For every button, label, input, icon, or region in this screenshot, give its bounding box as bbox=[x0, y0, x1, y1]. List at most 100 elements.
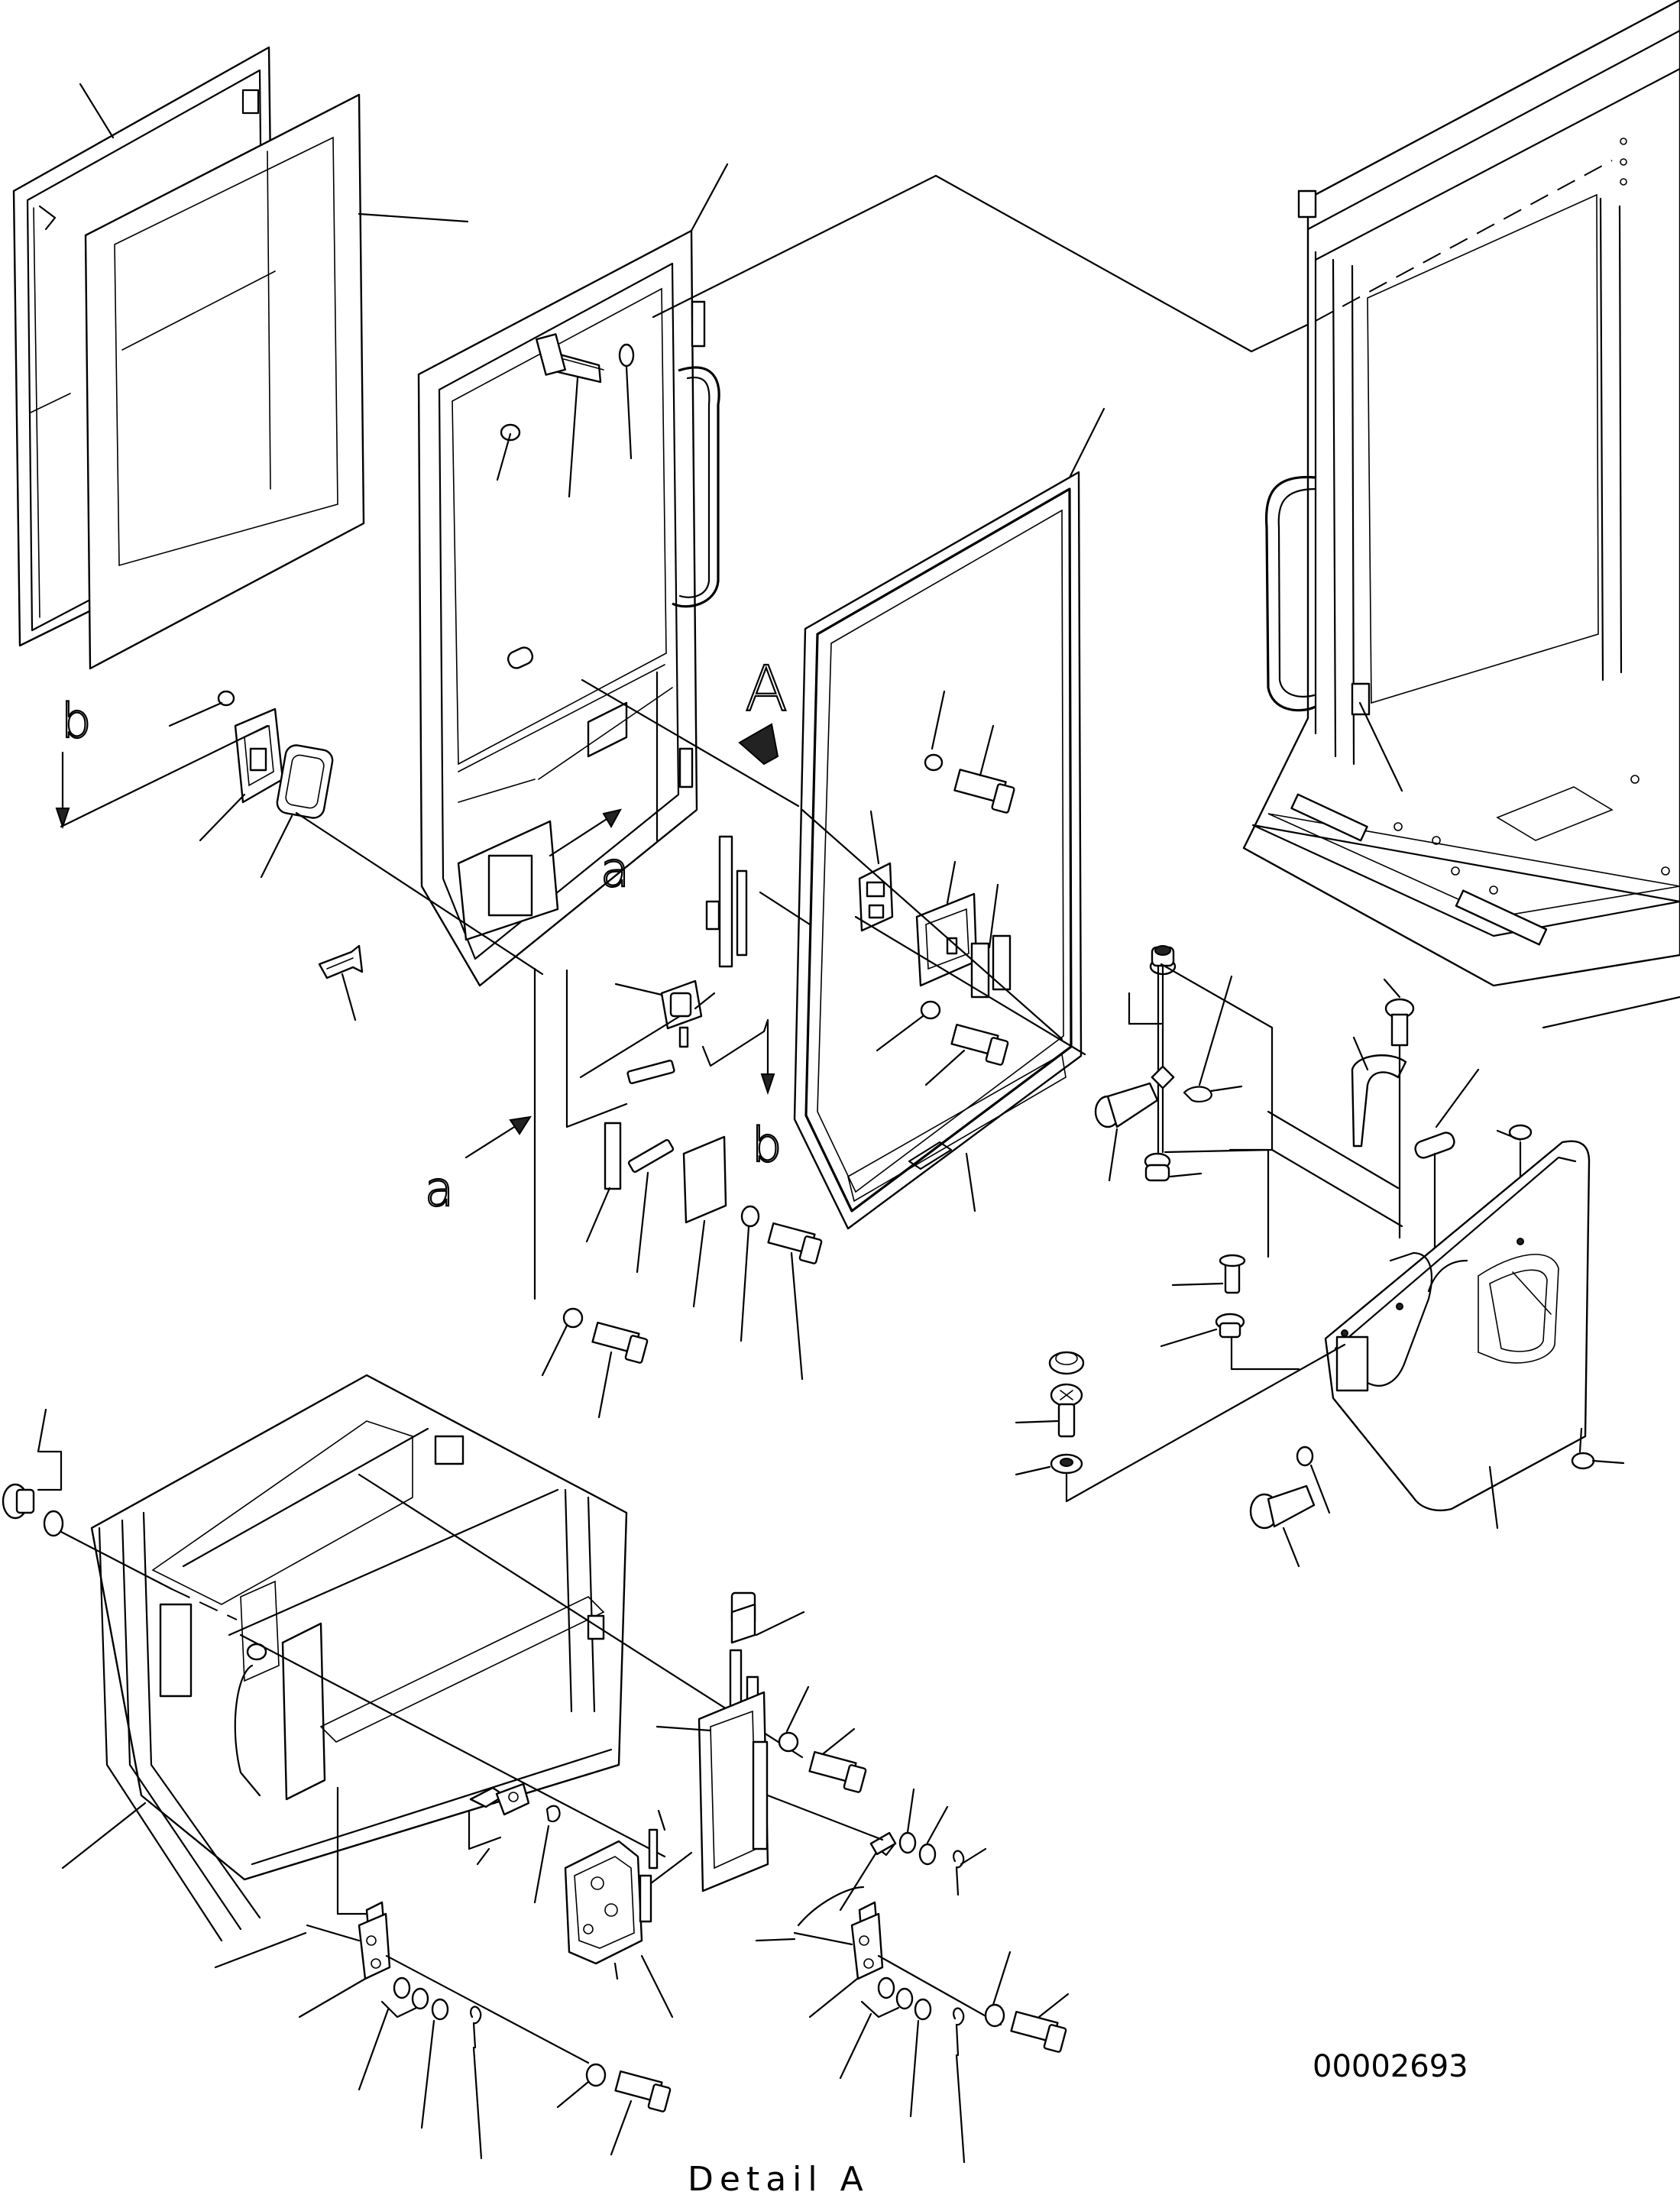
leader-line bbox=[610, 2099, 633, 2156]
leader-line bbox=[214, 1931, 307, 1969]
leader-line bbox=[581, 678, 800, 808]
leader-line bbox=[979, 724, 995, 777]
leader-line bbox=[992, 1951, 1012, 2006]
leader-line bbox=[636, 1171, 649, 1274]
leader-line bbox=[759, 891, 811, 926]
rubber-pad bbox=[627, 1138, 675, 1174]
leader-line bbox=[1591, 1459, 1625, 1465]
leader-line bbox=[1169, 1172, 1203, 1178]
rubber-pad bbox=[626, 1059, 675, 1085]
leader-line bbox=[1160, 963, 1403, 1228]
leader-line bbox=[924, 1049, 966, 1086]
arrow-a-lower bbox=[465, 1123, 520, 1159]
grip-handle bbox=[1351, 1054, 1407, 1148]
washer bbox=[431, 1998, 449, 2021]
washer bbox=[43, 1510, 64, 1537]
washer bbox=[918, 1843, 937, 1866]
screw bbox=[217, 690, 235, 707]
detail-a-cotter-pin bbox=[953, 1850, 965, 1896]
screw bbox=[318, 944, 364, 979]
leader-line bbox=[1352, 1036, 1369, 1071]
handle-gasket bbox=[276, 744, 334, 819]
leader-line bbox=[955, 2054, 966, 2164]
snap-pin bbox=[1183, 1085, 1243, 1103]
leader-line bbox=[801, 808, 1063, 1041]
leader-line bbox=[496, 432, 512, 481]
leader-line bbox=[1037, 1993, 1070, 2019]
leader-line bbox=[869, 810, 880, 865]
leader-line bbox=[565, 969, 628, 1128]
leader-line bbox=[358, 212, 469, 223]
leader-line bbox=[854, 915, 1086, 1056]
leader-line bbox=[556, 2080, 590, 2109]
detail-caption: Detail A bbox=[688, 2160, 869, 2195]
leader-line bbox=[1383, 978, 1401, 999]
leader-line bbox=[1228, 1148, 1270, 1258]
cab-body bbox=[1242, 0, 1680, 987]
leader-line bbox=[597, 1351, 613, 1419]
leader-line bbox=[822, 1727, 856, 1755]
washer bbox=[393, 1976, 411, 1999]
leader-line bbox=[358, 2008, 390, 2091]
leader-line bbox=[60, 1530, 173, 1591]
stopper-blocks bbox=[970, 934, 1012, 999]
view-label-a: A bbox=[745, 653, 788, 726]
leader-line bbox=[1015, 1420, 1059, 1424]
leader-line bbox=[690, 163, 729, 232]
detail-a-lever-plate bbox=[469, 1782, 530, 1816]
leader-line bbox=[579, 1015, 681, 1079]
leader-line bbox=[926, 1805, 949, 1844]
leader-line bbox=[295, 811, 544, 976]
detail-a-rod-assembly bbox=[698, 1649, 769, 1892]
arrow-label-a: a bbox=[425, 1161, 454, 1217]
screw bbox=[1219, 1254, 1246, 1294]
leader-line bbox=[766, 1794, 884, 1841]
washer bbox=[618, 343, 635, 367]
rubber-bushing bbox=[1050, 1453, 1083, 1475]
washer bbox=[411, 1987, 429, 2010]
leader-line bbox=[785, 1685, 810, 1733]
leader-line bbox=[1488, 1465, 1499, 1530]
leader-line bbox=[168, 701, 223, 727]
detail-a-knob bbox=[2, 1483, 35, 1520]
washer bbox=[562, 1307, 584, 1329]
leader-line bbox=[655, 1725, 712, 1732]
cap-nut bbox=[1048, 1351, 1085, 1375]
leader-line bbox=[1230, 1335, 1300, 1371]
leader-line bbox=[965, 1152, 976, 1212]
leader-line bbox=[1435, 1068, 1480, 1128]
leader-line bbox=[877, 1954, 1002, 2026]
leader-line bbox=[1496, 1129, 1522, 1141]
arrow-label-a: a bbox=[600, 842, 630, 898]
leader-line bbox=[931, 690, 946, 750]
washer bbox=[924, 753, 944, 772]
leader-line bbox=[652, 174, 1317, 353]
leader-line bbox=[541, 1324, 568, 1377]
leader-line bbox=[585, 1187, 611, 1243]
leader-line bbox=[960, 1847, 987, 1866]
rubber-bushing bbox=[1215, 1313, 1245, 1339]
view-arrow-a bbox=[738, 723, 779, 766]
side-cover-panel bbox=[1324, 1140, 1591, 1512]
rubber-bushing bbox=[1144, 1152, 1171, 1182]
leader-line bbox=[1198, 975, 1233, 1086]
leader-line bbox=[640, 1954, 674, 2019]
leader-line bbox=[988, 883, 999, 949]
leader-line bbox=[839, 2012, 872, 2080]
leader-line bbox=[61, 1802, 147, 1870]
leader-line bbox=[472, 2046, 483, 2160]
leader-line bbox=[906, 1788, 915, 1834]
leader-line bbox=[1309, 1464, 1331, 1514]
window-glass bbox=[84, 93, 365, 670]
leader-line bbox=[1160, 1328, 1218, 1348]
bolt bbox=[1010, 2010, 1067, 2053]
bolt bbox=[591, 1321, 649, 1364]
leader-line bbox=[37, 1450, 63, 1491]
washer bbox=[778, 1731, 799, 1753]
bolt bbox=[808, 1750, 867, 1793]
leader-line bbox=[1065, 1343, 1346, 1503]
pivot-pin bbox=[1094, 1082, 1159, 1128]
leader-line bbox=[533, 1824, 550, 1904]
washer bbox=[1296, 1446, 1314, 1467]
leader-line bbox=[420, 2019, 435, 2129]
